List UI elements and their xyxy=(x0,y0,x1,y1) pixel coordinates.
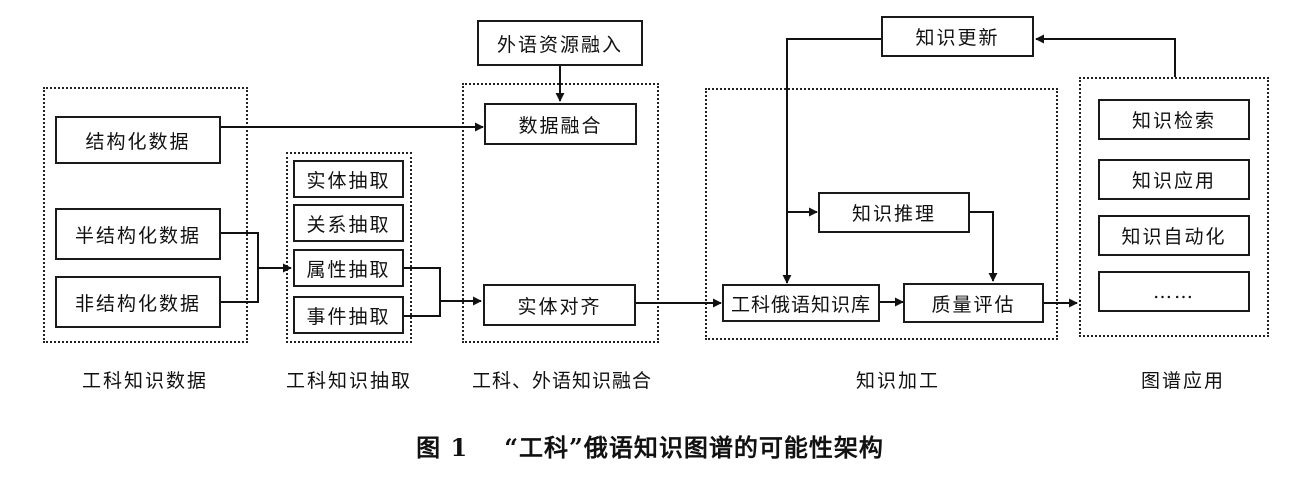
figure-caption: 图 1 “工科”俄语知识图谱的可能性架构 xyxy=(0,428,1300,463)
quality-assessment-box: 质量评估 xyxy=(903,283,1044,323)
section-processing-label: 知识加工 xyxy=(855,370,941,392)
knowledge-base-box: 工科俄语知识库 xyxy=(722,284,880,322)
more-applications-box: …… xyxy=(1098,271,1250,312)
unstructured-data-box: 非结构化数据 xyxy=(55,276,221,328)
knowledge-automation-box: 知识自动化 xyxy=(1098,215,1250,256)
semi-structured-data-box: 半结构化数据 xyxy=(55,208,221,260)
section-application-label: 图谱应用 xyxy=(1140,370,1226,392)
event-extraction-box: 事件抽取 xyxy=(293,296,404,334)
figure-title: “工科”俄语知识图谱的可能性架构 xyxy=(504,433,884,462)
section-data-frame xyxy=(43,87,248,343)
figure-number: 图 1 xyxy=(416,433,469,462)
data-fusion-box: 数据融合 xyxy=(484,103,637,145)
foreign-resource-box: 外语资源融入 xyxy=(477,20,643,66)
knowledge-reasoning-box: 知识推理 xyxy=(818,192,970,233)
section-application-frame xyxy=(1079,77,1269,337)
knowledge-retrieval-box: 知识检索 xyxy=(1098,99,1250,140)
section-processing-frame xyxy=(705,88,1058,340)
entity-alignment-box: 实体对齐 xyxy=(483,284,636,326)
knowledge-update-box: 知识更新 xyxy=(881,16,1034,57)
knowledge-application-box: 知识应用 xyxy=(1098,159,1250,200)
arrow-application-to-update xyxy=(1035,34,1176,77)
entity-extraction-box: 实体抽取 xyxy=(293,160,404,198)
attribute-extraction-box: 属性抽取 xyxy=(293,249,404,287)
relation-extraction-box: 关系抽取 xyxy=(293,204,404,242)
section-fusion-label: 工科、外语知识融合 xyxy=(471,370,653,392)
section-extraction-label: 工科知识抽取 xyxy=(285,370,413,392)
section-data-label: 工科知识数据 xyxy=(81,370,209,392)
structured-data-box: 结构化数据 xyxy=(55,116,221,164)
